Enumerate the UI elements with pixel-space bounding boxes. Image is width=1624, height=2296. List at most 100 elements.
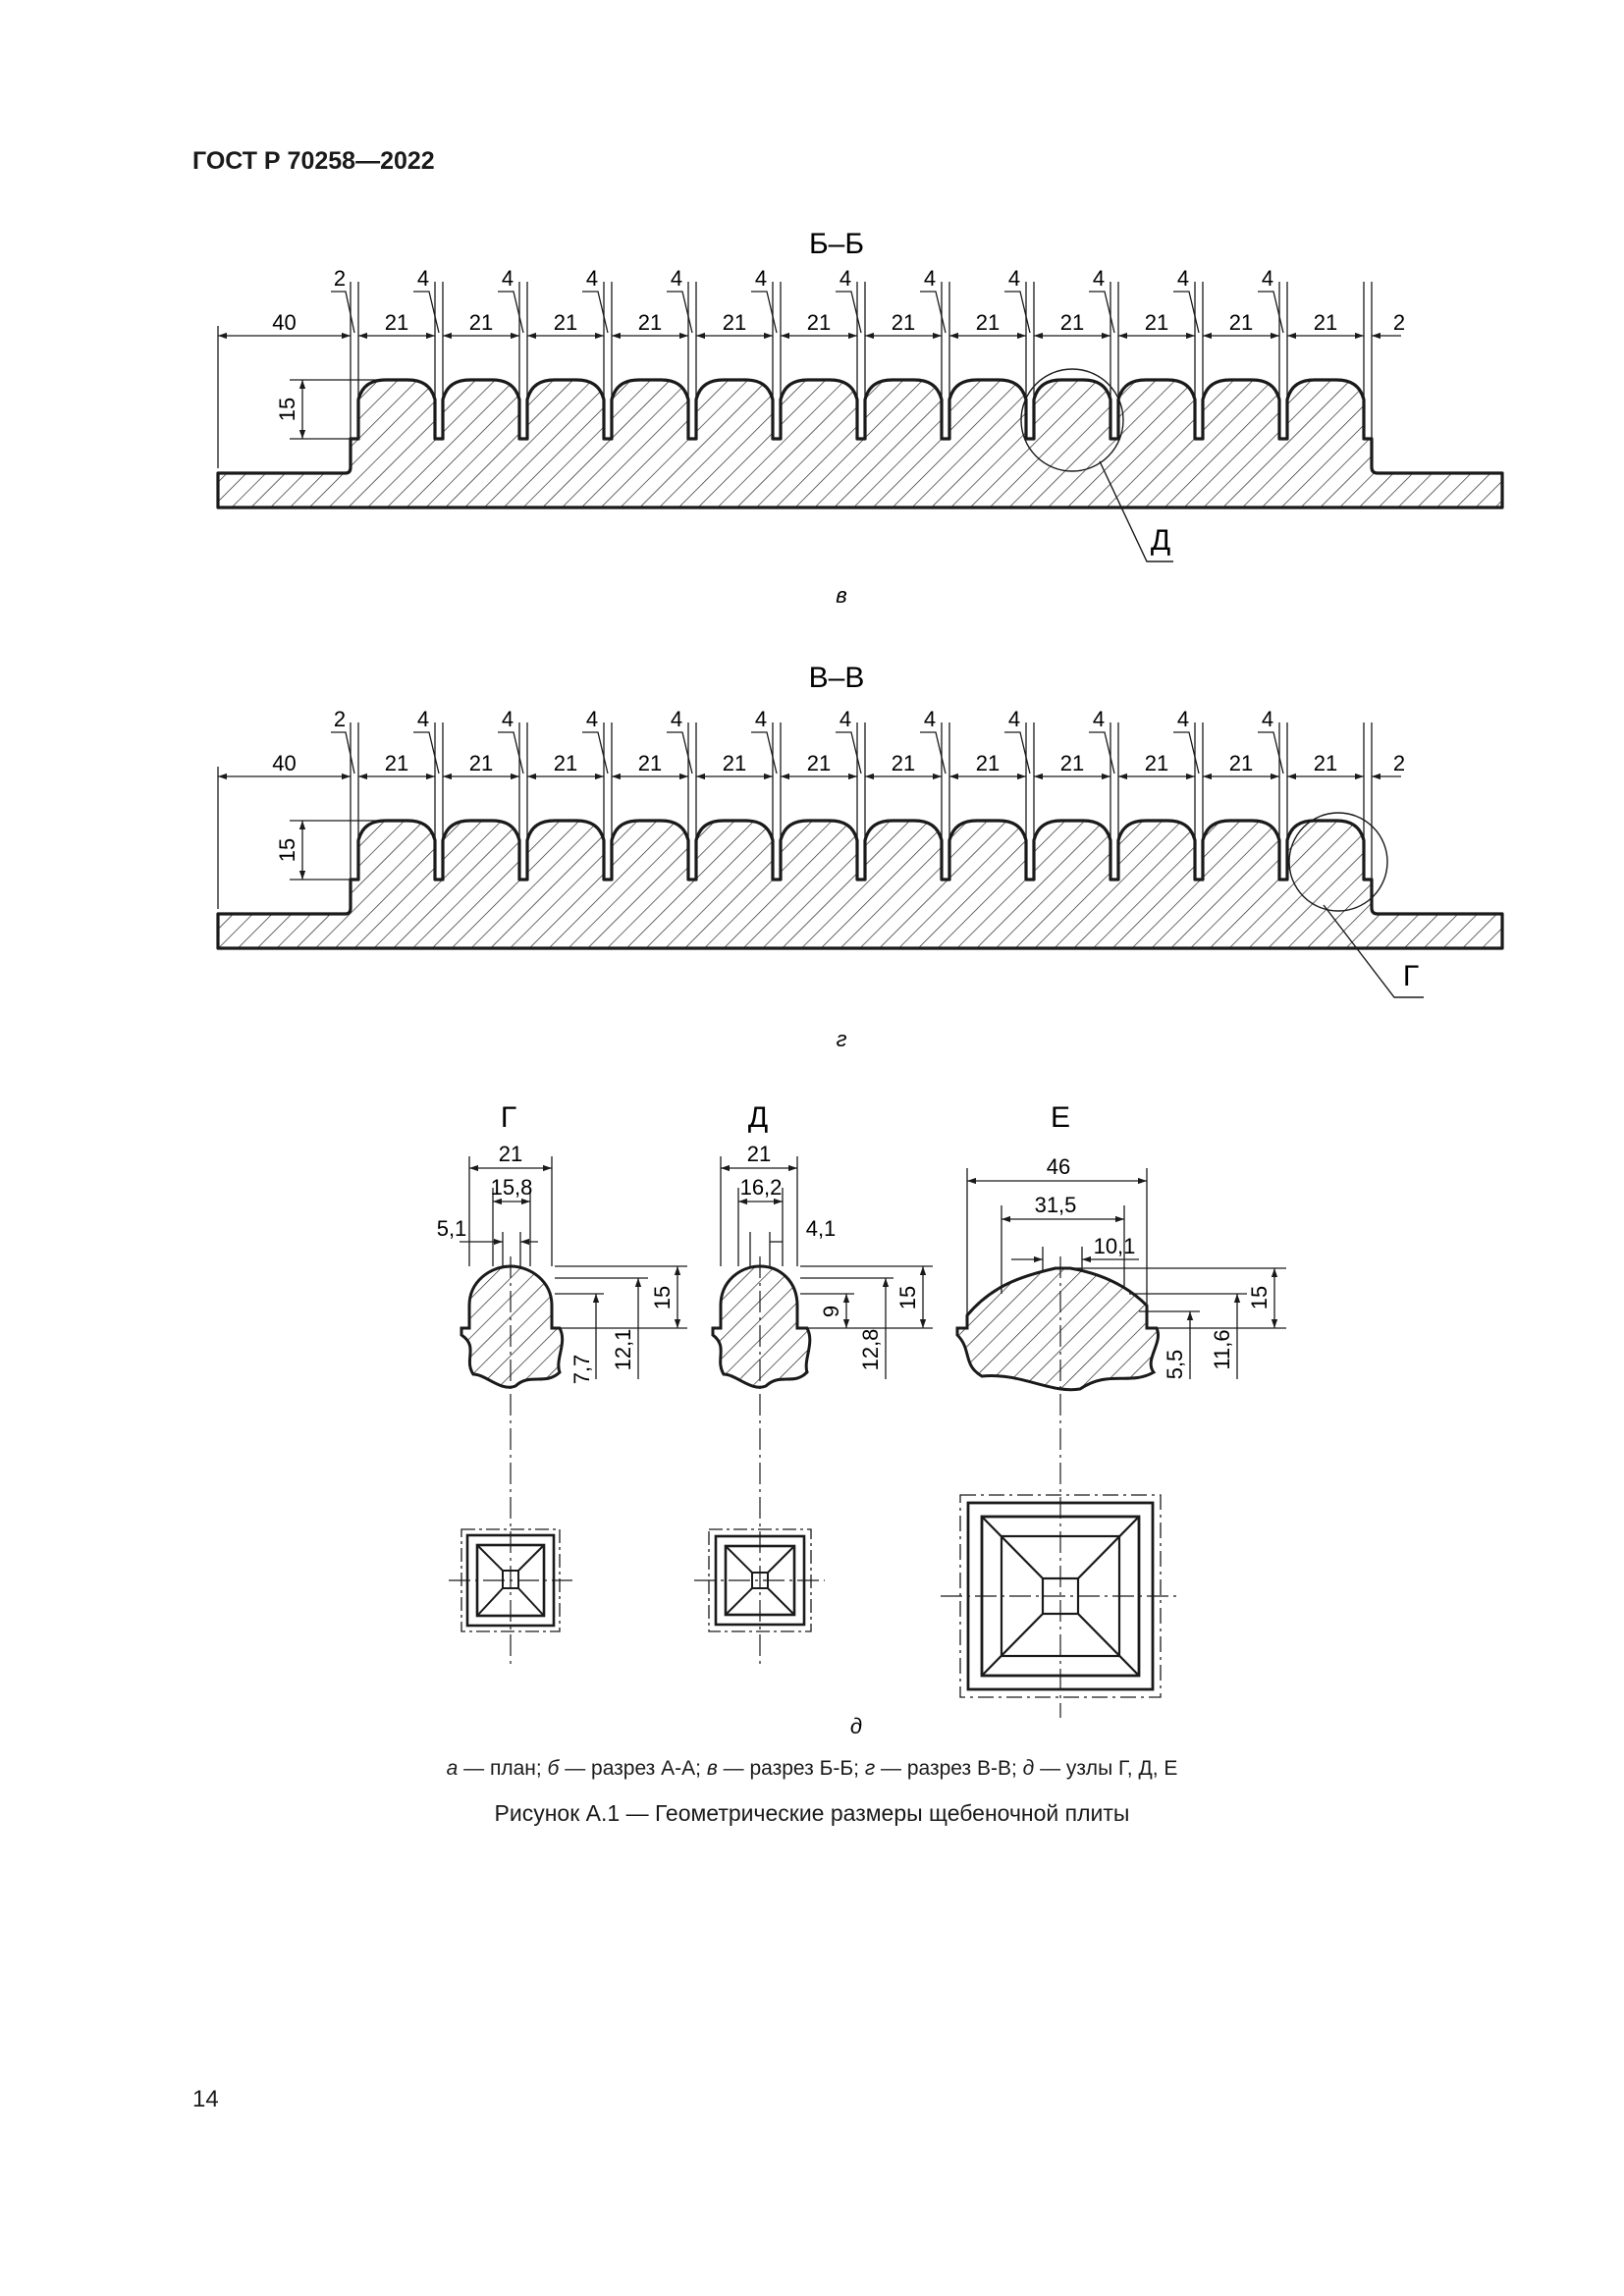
node-d-title: Д [748,1101,768,1134]
node-d-plan [708,1528,812,1632]
dim-pitch-label: 21 [1145,751,1168,775]
node-g-profile [460,1264,565,1389]
node-d-h1: 15 [895,1286,920,1309]
node-g-plan [460,1528,561,1632]
dim-height-label: 15 [275,398,299,421]
dim-gap-label: 4 [1093,266,1105,291]
dim-pitch-label: 21 [976,310,1000,335]
section-vv-sublabel: г [837,1027,847,1051]
dim-gap-label: 4 [586,266,598,291]
node-g-dimensions [460,1156,687,1379]
node-e-h3: 5,5 [1163,1350,1187,1380]
gap-leader [1173,731,1200,774]
dim-pitch-label: 21 [723,751,746,775]
dim-gap-label: 4 [924,266,936,291]
section-bb-dimensions: 2142142142142142142142142142142142140221… [217,266,1405,468]
legend-key: д [1022,1757,1035,1780]
dim-pitch-label: 21 [892,310,915,335]
dim-gap-label: 4 [671,707,682,731]
node-e-h1: 15 [1247,1286,1272,1309]
dim-gap-label: 4 [1177,707,1189,731]
node-g-title: Г [501,1101,516,1134]
dim-gap-label: 4 [1008,707,1020,731]
legend-text: — разрез Б-Б; [717,1757,865,1780]
detail-g-leader [1323,904,1424,998]
section-vv-body [216,819,1504,950]
legend-text: — план; [458,1757,548,1780]
detail-d-callout: Д [1151,524,1170,557]
node-d-dimensions [720,1156,933,1379]
gap-leader [1258,731,1284,774]
dim-pitch-label: 21 [723,310,746,335]
plate-profile [216,819,1504,950]
figure-caption: Рисунок А.1 — Геометрические размеры щеб… [494,1800,1130,1826]
section-vv: В–В 214214214214214214214214214214214214… [216,662,1504,1051]
dim-pitch-label: 21 [385,751,408,775]
gap-leader [498,731,524,774]
gap-leader [920,731,947,774]
dim-pitch-label: 21 [554,310,577,335]
node-d: Д 21 16,2 4,1 15 12,8 9 [694,1101,933,1669]
dim-pitch-label: 21 [1145,310,1168,335]
dim-gap-label: 4 [502,266,514,291]
detail-g-circle [1288,812,1388,912]
node-g-h2: 12,1 [611,1329,635,1371]
dim-gap-label: 4 [839,707,851,731]
legend-key: а [446,1757,459,1780]
legend-key: в [706,1757,718,1780]
gap-leader [920,291,947,334]
node-g-width: 21 [499,1142,522,1166]
gap-leader [582,731,609,774]
node-g: Г 21 15,8 5,1 15 12,1 7,7 [437,1101,687,1669]
dim-pitch-label: 21 [554,751,577,775]
dim-gap-label: 4 [1093,707,1105,731]
dim-pitch-label: 21 [892,751,915,775]
dim-gap-label: 4 [1008,266,1020,291]
dim-pitch-label: 21 [1229,751,1253,775]
gap-leader [751,291,778,334]
node-e-plan [959,1494,1162,1698]
document-header: ГОСТ Р 70258—2022 [192,147,435,175]
legend-key: б [547,1757,560,1780]
dim-edge-right-label: 2 [1393,751,1405,775]
gap-leader [1258,291,1284,334]
dim-pitch-label: 21 [1229,310,1253,335]
dim-pitch-label: 21 [469,310,493,335]
node-e: Е 46 31,5 10,1 15 11,6 5,5 [941,1101,1286,1718]
nodes-sublabel: д [850,1714,862,1738]
dim-gap-label: 4 [586,707,598,731]
node-d-h2: 12,8 [858,1329,883,1371]
node-d-h3: 9 [819,1306,843,1317]
dim-pitch-label: 21 [1314,751,1337,775]
node-d-top: 16,2 [740,1175,783,1200]
node-e-profile [955,1266,1160,1392]
dim-pitch-label: 21 [976,751,1000,775]
dim-height-label: 15 [275,838,299,862]
gap-leader [836,291,862,334]
dim-gap-label: 4 [417,266,429,291]
gap-leader [1089,731,1115,774]
section-vv-title: В–В [809,662,865,694]
edge-leader [331,291,355,334]
node-g-top: 15,8 [491,1175,533,1200]
section-bb-title: Б–Б [809,228,864,260]
dim-pitch-label: 21 [1314,310,1337,335]
node-d-profile [711,1264,812,1389]
node-e-h2: 11,6 [1210,1329,1234,1369]
node-g-side: 5,1 [437,1216,467,1241]
dim-gap-label: 4 [839,266,851,291]
section-bb-body [216,378,1504,509]
dim-edge-label: 2 [334,266,346,291]
legend-text: — разрез В-В; [875,1757,1023,1780]
gap-leader [751,731,778,774]
dim-pitch-label: 21 [807,751,831,775]
page-number: 14 [192,2086,219,2112]
dim-gap-label: 4 [1262,266,1273,291]
node-e-title: Е [1051,1101,1070,1134]
node-g-h3: 7,7 [569,1355,594,1385]
gap-leader [1089,291,1115,334]
dim-gap-label: 4 [1262,707,1273,731]
dim-gap-label: 4 [924,707,936,731]
dim-left-label: 40 [272,310,296,335]
